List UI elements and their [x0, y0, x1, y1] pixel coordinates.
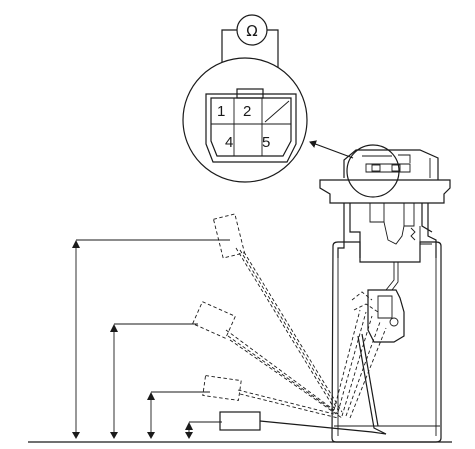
fuel-pump-module	[319, 144, 451, 443]
float-arm-position-lower	[237, 389, 339, 419]
connector-body	[210, 97, 292, 157]
connector-housing	[205, 93, 297, 163]
sender-unit	[367, 289, 405, 343]
pump-flange	[319, 179, 451, 204]
connector-detail: 1 2 4 5	[182, 57, 354, 183]
pin-label-5: 5	[262, 134, 270, 151]
unused-cavity-slash	[264, 100, 290, 123]
float-arm-position-full	[235, 247, 343, 413]
float-position-upper	[192, 301, 236, 339]
pin-label-1: 1	[217, 103, 225, 120]
float-position-lower	[202, 375, 242, 401]
height-dimensions	[28, 239, 452, 443]
float-arm-position-upper	[225, 329, 343, 419]
float-sweep-positions	[192, 213, 387, 419]
pin-label-4: 4	[225, 134, 233, 151]
float-empty	[219, 411, 387, 435]
connector-callout-circle	[346, 144, 400, 198]
pin-label-2: 2	[243, 103, 251, 120]
ohm-symbol: Ω	[246, 22, 257, 40]
float-position-full	[212, 213, 246, 259]
detail-leader-arrow	[309, 140, 354, 159]
connector-latch	[236, 88, 264, 99]
float-arm	[357, 335, 387, 435]
